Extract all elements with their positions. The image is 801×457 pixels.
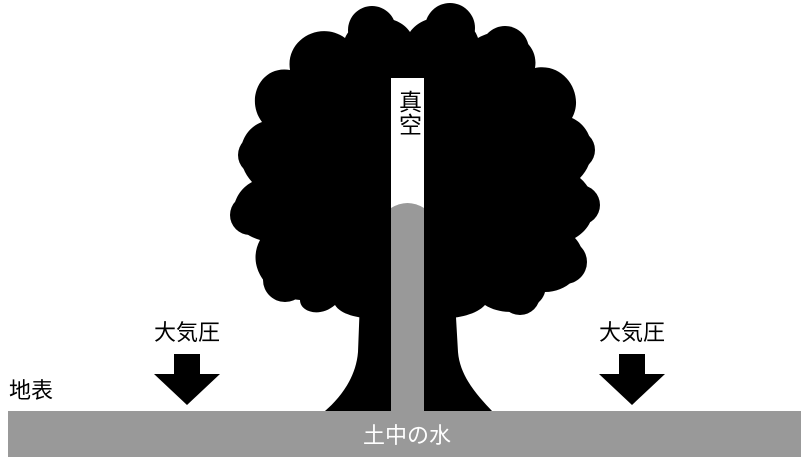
soil-ground <box>8 411 801 457</box>
vacuum-column <box>391 78 424 208</box>
atmospheric-pressure-label-left: 大気圧 <box>154 321 220 346</box>
atmospheric-pressure-label-right: 大気圧 <box>599 321 665 346</box>
ground-surface-label: 地表 <box>9 379 53 404</box>
down-arrow-icon-right <box>599 354 665 405</box>
down-arrow-icon-left <box>154 354 220 405</box>
water-column <box>391 203 424 411</box>
vacuum-label: 真空 <box>395 90 422 136</box>
soil-water-label: 土中の水 <box>363 424 451 449</box>
